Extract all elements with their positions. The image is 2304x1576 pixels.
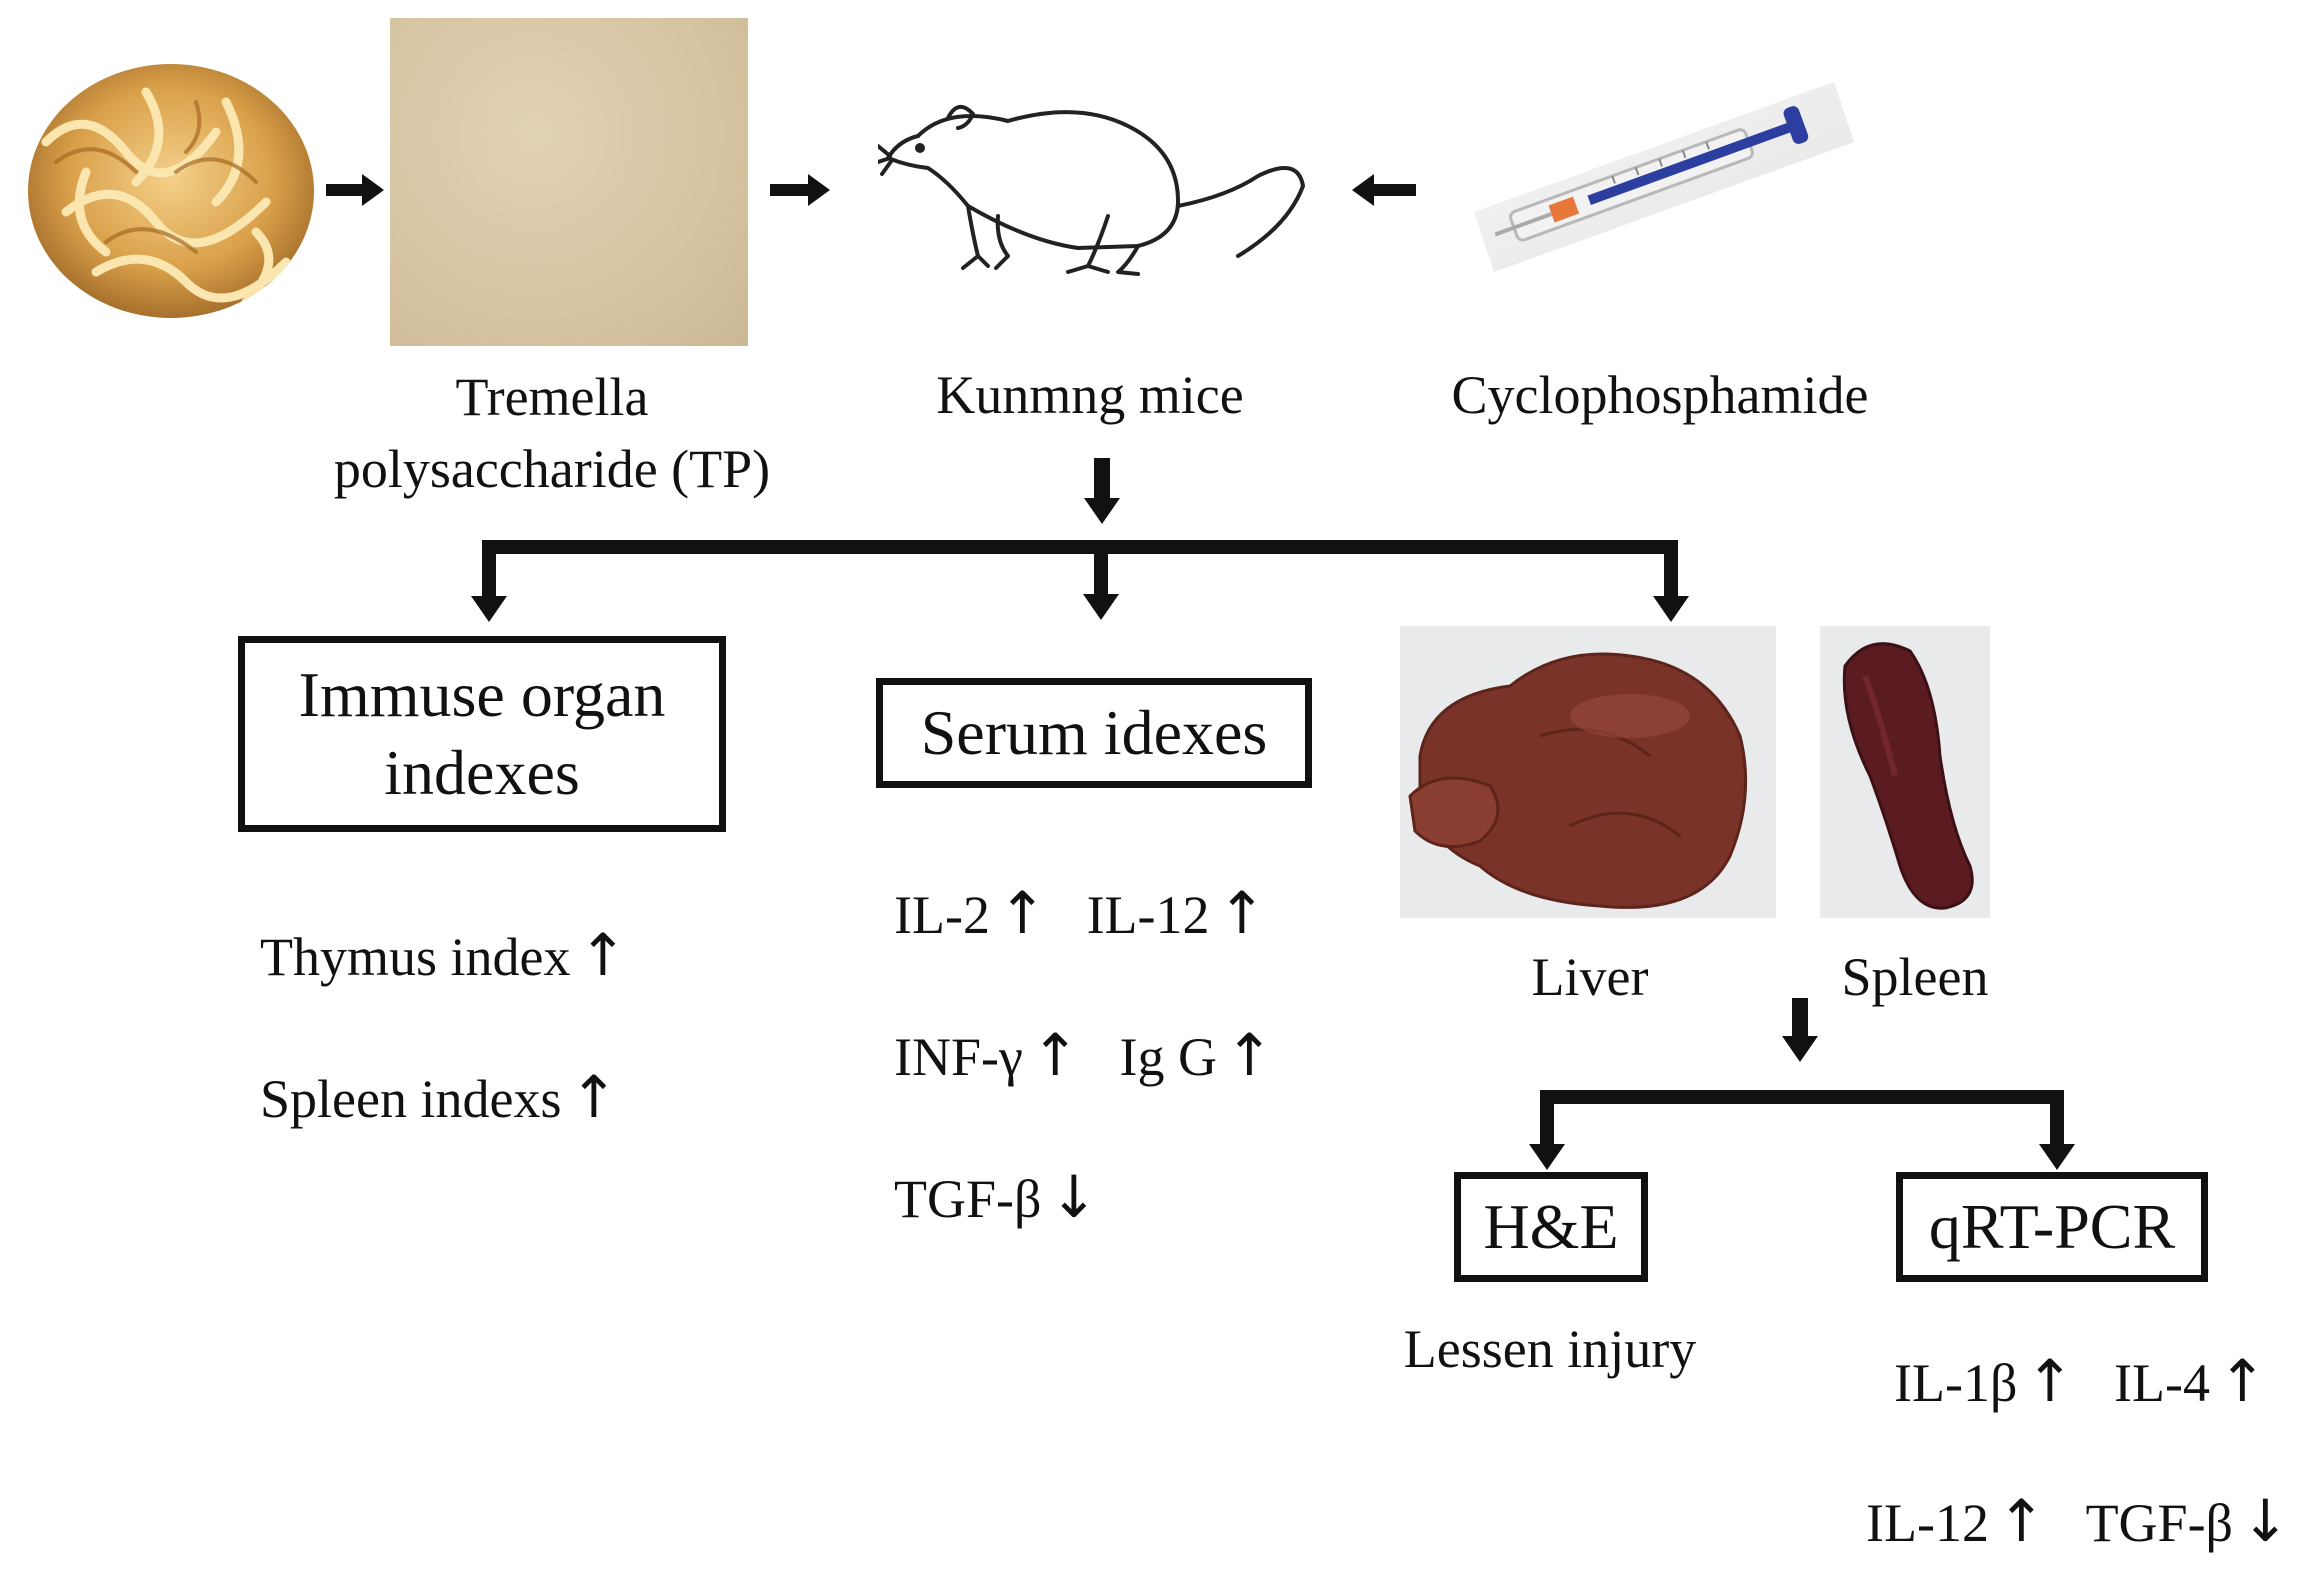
organs-branch-bar [1540,1090,2064,1104]
arrow-syringe-to-mice [1372,184,1416,196]
organs-down-arrow-head [1782,1036,1818,1062]
arrow-down-icon: ↓ [2241,1487,2290,1555]
arrow-up-icon: ↑ [578,921,628,989]
arrow-up-icon: ↑ [1030,1021,1080,1089]
organs-branch-right-head [2039,1144,2075,1170]
spleen-image [1820,626,1990,918]
il12-qrt-text: IL-12 [1866,1493,1989,1553]
il4-text: IL-4 [2114,1353,2210,1413]
mice-down-arrow-head [1084,498,1120,524]
liver-image [1400,626,1776,918]
cyclophosphamide-label: Cyclophosphamide [1451,365,1869,425]
spleen-label: Spleen [1841,947,1989,1007]
liver-label: Liver [1531,947,1649,1007]
branch-horizontal-bar [482,540,1678,554]
polysaccharide-powder-image [390,18,748,346]
igg-text: Ig G [1119,1027,1217,1087]
arrow-up-icon: ↑ [1217,879,1267,947]
il1b-text: IL-1β [1894,1353,2018,1413]
serum-indexes-box: Serum idexes [876,678,1312,788]
arrow-down-icon: ↓ [1049,1163,1099,1231]
arrow-powder-to-mice-head [808,174,830,206]
arrow-up-icon: ↑ [2025,1347,2075,1415]
tremella-mushroom-image [28,64,314,318]
organs-branch-right-stem [2050,1090,2064,1148]
branch-right-stem [1664,540,1678,600]
il12-text: IL-12 [1086,885,1210,945]
immune-box-line1: Immuse organ [298,659,666,730]
il2-text: IL-2 [894,885,990,945]
immune-organ-indexes-box: Immuse organ indexes [238,636,726,832]
serum-result-row-2: INF-γ↑Ig G↑ [894,1022,1274,1090]
mice-down-arrow [1094,458,1110,500]
serum-result-row-1: IL-2↑IL-12↑ [894,880,1266,948]
branch-right-head [1653,596,1689,622]
spleen-indexs-result: Spleen indexs↑ [260,1064,618,1132]
arrow-fungus-to-powder [326,184,364,196]
thymus-index-result: Thymus index↑ [260,922,627,990]
tremella-label-line1: Tremella [455,367,649,427]
arrow-powder-to-mice [770,184,810,196]
syringe-image [1474,82,1854,272]
organs-branch-left-stem [1540,1090,1554,1148]
serum-result-row-3: TGF-β↓ [894,1164,1098,1232]
mouse-drawing [878,105,1305,276]
spleen-indexs-text: Spleen indexs [260,1069,562,1129]
branch-middle-head [1083,594,1119,620]
he-box: H&E [1454,1172,1648,1282]
tremella-label-line2: polysaccharide (TP) [333,439,771,499]
qrt-result-row-1: IL-1β↑IL-4↑ [1894,1348,2267,1416]
arrow-syringe-to-mice-head [1352,174,1374,206]
organs-down-arrow [1792,998,1808,1038]
tgf-beta-text: TGF-β [894,1169,1042,1229]
branch-middle-stem [1094,554,1108,598]
lessen-injury-label: Lessen injury [1403,1319,1697,1379]
arrow-up-icon: ↑ [569,1063,619,1131]
organs-branch-left-head [1529,1144,1565,1170]
branch-left-head [471,596,507,622]
qrt-pcr-box: qRT-PCR [1896,1172,2208,1282]
tgf-beta-qrt-text: TGF-β [2085,1493,2234,1553]
branch-left-stem [482,540,496,600]
inf-gamma-text: INF-γ [894,1027,1023,1087]
arrow-fungus-to-powder-head [362,174,384,206]
arrow-up-icon: ↑ [2218,1347,2267,1415]
qrt-result-row-2: IL-12↑ TGF-β↓ [1866,1488,2290,1556]
immune-box-line2: indexes [384,737,580,808]
arrow-up-icon: ↑ [1996,1487,2046,1555]
thymus-index-text: Thymus index [260,927,571,987]
mice-label: Kunmng mice [936,365,1244,425]
arrow-up-icon: ↑ [997,879,1047,947]
arrow-up-icon: ↑ [1224,1021,1274,1089]
